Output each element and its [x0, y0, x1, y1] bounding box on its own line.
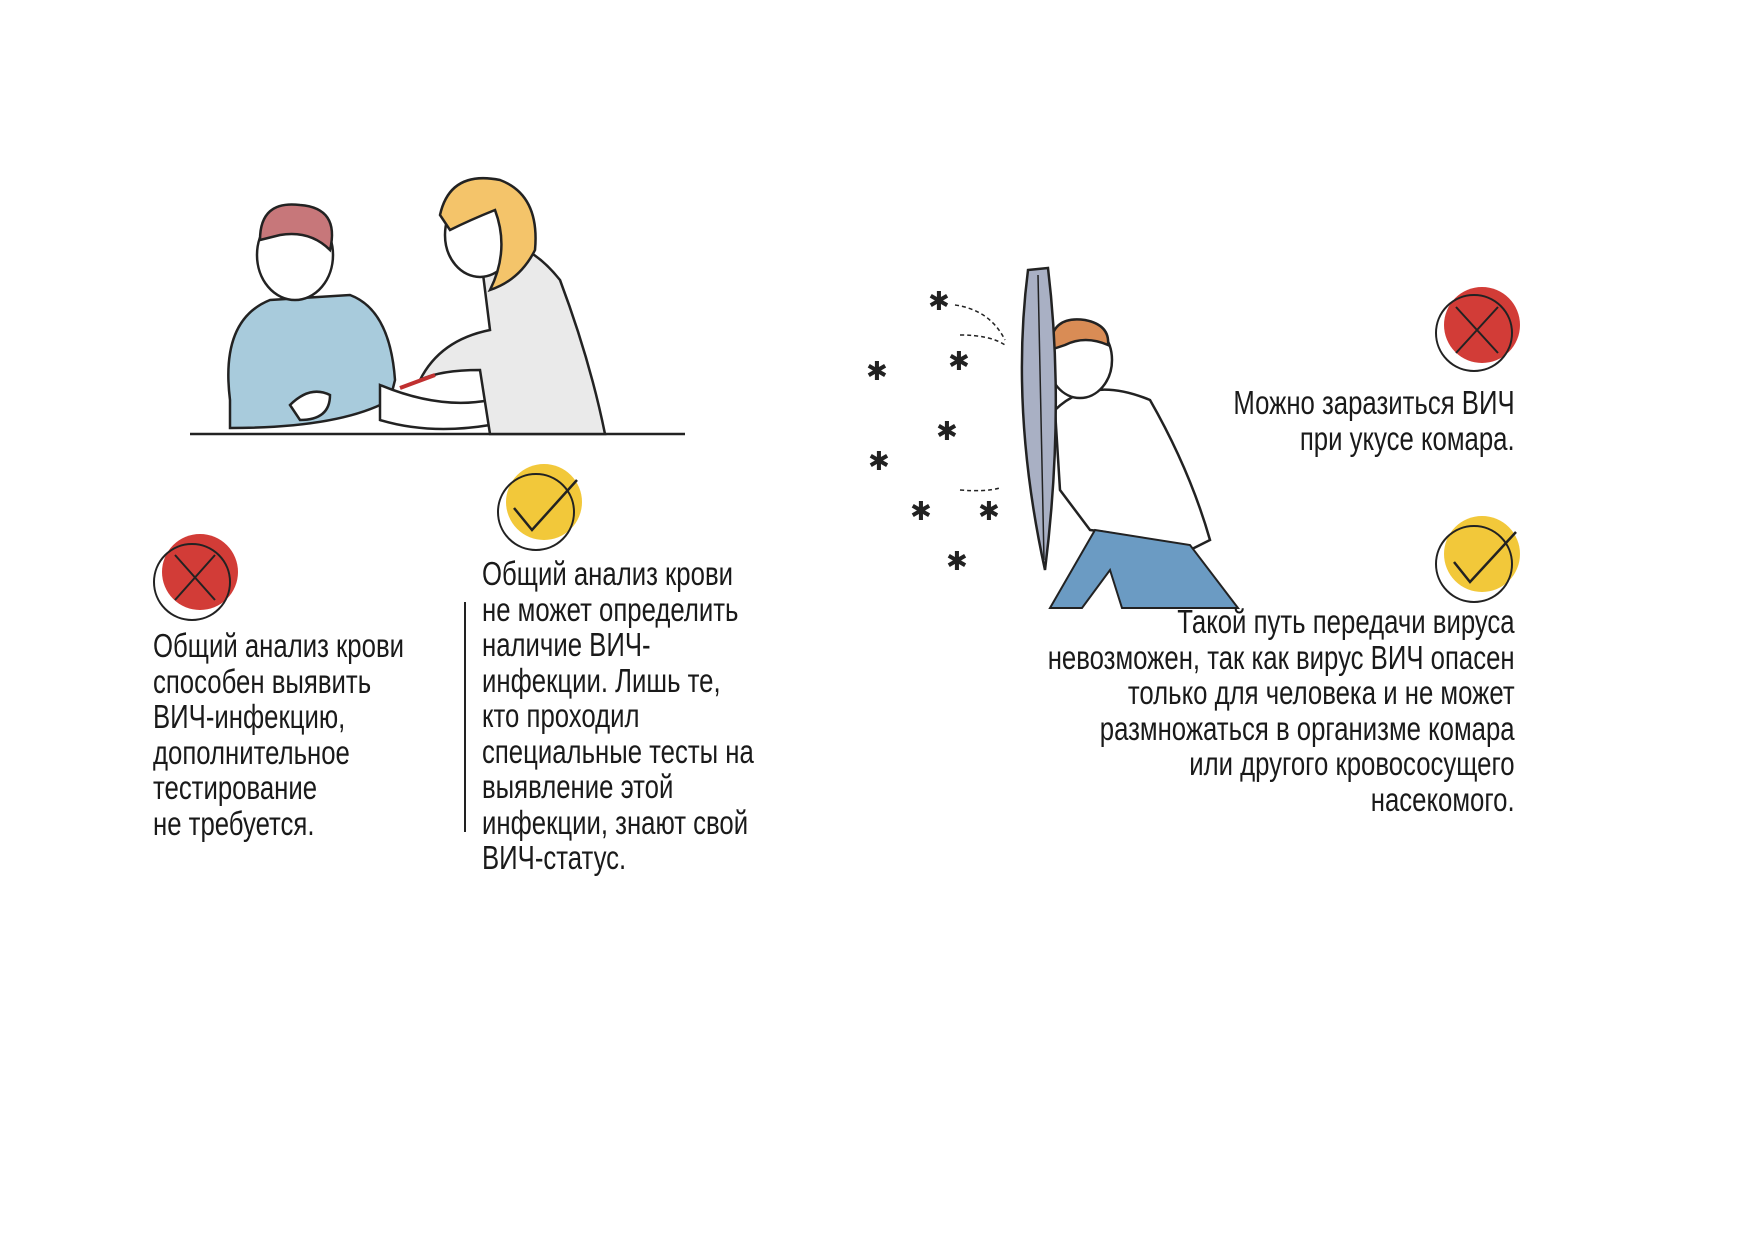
left-fact-text: Общий анализ крови не может определить н…: [482, 556, 754, 876]
right-myth-text: Можно заразиться ВИЧ при укусе комара.: [1234, 385, 1515, 456]
text-line: невозможен, так как вирус ВИЧ опасен: [1048, 638, 1515, 676]
text-line: не может определить: [482, 590, 739, 628]
mosquito-icon: ✱: [910, 497, 932, 527]
text-line: ВИЧ-статус.: [482, 839, 627, 876]
text-line: только для человека и не может: [1128, 674, 1515, 711]
text-line: кто проходил: [482, 697, 640, 734]
text-line: при укусе комара.: [1300, 419, 1515, 457]
mosquito-shield-illustration: ✱ ✱ ✱ ✱ ✱ ✱ ✱ ✱: [866, 266, 1241, 609]
mosquito-icon: ✱: [928, 287, 950, 317]
text-line: размножаться в организме комара: [1100, 709, 1515, 747]
mosquito-icon: ✱: [868, 447, 890, 477]
text-line: дополнительное: [153, 733, 350, 771]
text-line: Общий анализ крови: [153, 627, 405, 664]
left-myth-text: Общий анализ крови способен выявить ВИЧ-…: [153, 628, 404, 841]
cross-icon: [1435, 287, 1520, 372]
text-line: Общий анализ крови: [482, 555, 734, 592]
text-line: ВИЧ-инфекцию,: [153, 698, 346, 735]
check-icon: [497, 464, 582, 551]
text-line: насекомого.: [1371, 780, 1515, 818]
mosquito-icon: ✱: [948, 347, 970, 377]
text-line: наличие ВИЧ-: [482, 626, 651, 663]
mosquito-icon: ✱: [946, 547, 968, 577]
mosquito-icon: ✱: [866, 357, 888, 387]
mosquito-icon: ✱: [978, 497, 1000, 527]
check-icon: [1435, 516, 1520, 603]
mosquito-icon: ✱: [936, 417, 958, 447]
text-line: Можно заразиться ВИЧ: [1233, 384, 1515, 421]
text-line: не требуется.: [153, 804, 315, 842]
right-fact-text: Такой путь передачи вируса невозможен, т…: [1048, 604, 1515, 817]
text-line: инфекции. Лишь те,: [482, 661, 721, 699]
blood-test-illustration: [190, 176, 685, 436]
text-line: или другого кровососущего: [1189, 745, 1515, 782]
text-line: тестирование: [153, 769, 318, 806]
text-line: специальные тесты на: [482, 732, 754, 770]
text-line: способен выявить: [153, 662, 372, 700]
text-line: инфекции, знают свой: [482, 803, 749, 841]
text-line: Такой путь передачи вируса: [1177, 603, 1515, 640]
divider: [464, 602, 466, 832]
cross-icon: [153, 534, 238, 621]
text-line: выявление этой: [482, 768, 674, 805]
